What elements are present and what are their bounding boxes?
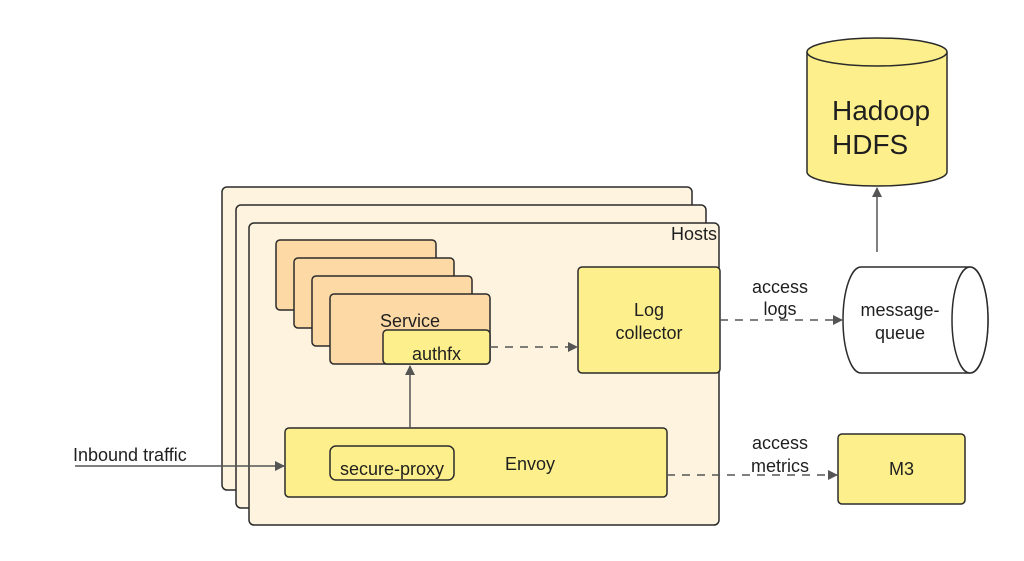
message-queue-cylinder [842,266,989,374]
authfx-label: authfx [411,344,462,364]
log-collector-line1: Log [633,300,665,320]
service-label: Service [379,311,441,331]
inbound-traffic-label: Inbound traffic [73,445,187,465]
envoy-label: Envoy [504,454,556,474]
hdfs-line1: Hadoop [832,95,931,126]
message-queue-line2: queue [874,323,926,343]
access-logs-line1: access [751,277,809,297]
access-metrics-line2: metrics [751,456,809,476]
access-logs-line2: logs [763,299,797,319]
secure-proxy-label: secure-proxy [339,459,445,479]
m3-box [837,433,966,505]
secure-proxy-box [329,445,455,481]
access-metrics-line1: access [751,433,809,453]
m3-label: M3 [888,459,914,479]
hdfs-line2: HDFS [832,129,909,160]
message-queue-line1: message- [860,300,940,320]
log-collector-line2: collector [615,323,683,343]
hdfs-cylinder [806,37,948,187]
hosts-label: Hosts [670,224,717,244]
